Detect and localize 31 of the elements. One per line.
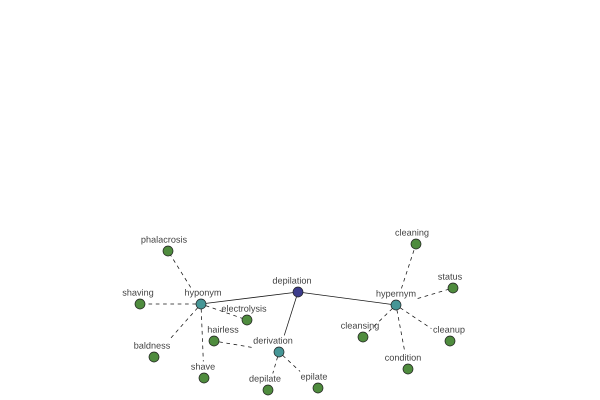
connector-line <box>200 308 204 362</box>
connector-line <box>400 307 432 329</box>
connector-line <box>170 254 192 288</box>
connector-line <box>168 307 198 341</box>
node-label: hairless <box>208 326 238 333</box>
connector-line <box>401 248 415 289</box>
node-label: status <box>438 274 462 280</box>
node-label: phalacrosis <box>141 236 187 244</box>
node-label: condition <box>385 354 421 361</box>
connector-line <box>302 292 392 305</box>
node-label: cleansing <box>341 322 379 330</box>
node-label: hypernym <box>376 290 416 298</box>
connector-line <box>282 355 300 372</box>
node-label: depilate <box>249 375 281 384</box>
node-label: hyponym <box>185 289 221 298</box>
node-label: derivation <box>254 337 292 344</box>
node-label: cleaning <box>395 229 428 238</box>
connector-line <box>272 356 278 374</box>
connector-line <box>218 341 252 348</box>
node-label: shaving <box>122 289 154 298</box>
node-label: cleanup <box>433 326 465 334</box>
node-label: baldness <box>134 342 170 349</box>
node-label: electrolysis <box>222 305 266 314</box>
node-label: depilation <box>272 277 311 286</box>
connector-line <box>417 289 449 299</box>
connector-line <box>205 305 243 319</box>
connector-line <box>206 292 294 304</box>
node-label: shave <box>191 363 215 370</box>
node-label: epilate <box>300 373 328 382</box>
connector-line <box>366 308 393 334</box>
connector-line <box>284 296 297 336</box>
